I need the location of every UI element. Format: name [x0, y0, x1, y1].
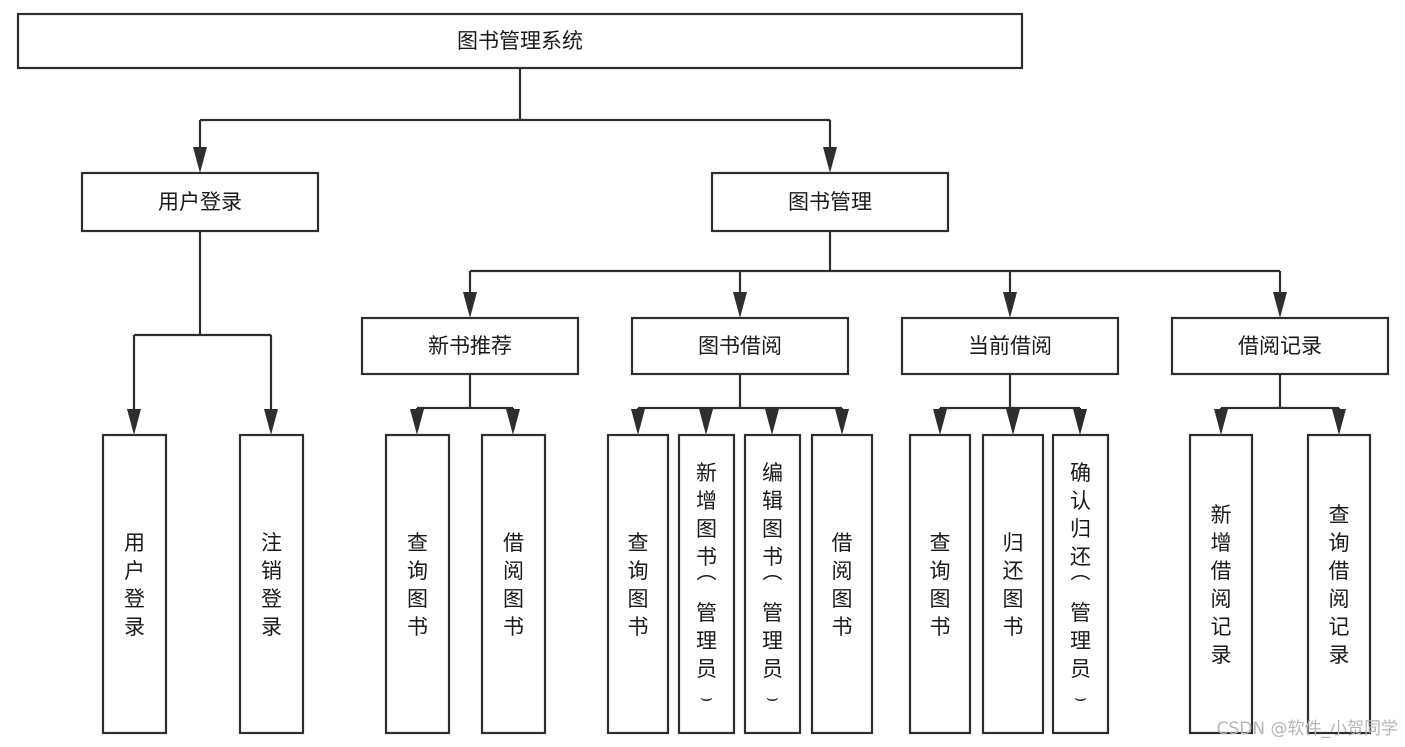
- node-leaf-borrow-book[interactable]: 借阅图书: [810, 433, 874, 735]
- node-box[interactable]: [630, 316, 850, 376]
- arrow-head-icon: [933, 409, 947, 435]
- node-box[interactable]: [480, 433, 547, 735]
- node-leaf-query-book-borrow[interactable]: 查询图书: [606, 433, 670, 735]
- arrow-head-icon: [699, 409, 713, 435]
- node-label: 查询借阅记录: [1329, 503, 1350, 667]
- connector-root: [193, 68, 837, 173]
- node-leaf-edit-book[interactable]: 编辑图书⌒管理员⌣: [743, 433, 802, 735]
- node-label: 新增图书⌒管理员⌣: [696, 461, 717, 709]
- node-leaf-query-book-rec[interactable]: 查询图书: [384, 433, 451, 735]
- node-leaf-logout[interactable]: 注销登录: [238, 433, 305, 735]
- node-label: 注销登录: [261, 531, 282, 639]
- node-box[interactable]: [900, 316, 1120, 376]
- node-label: 用户登录: [158, 190, 242, 214]
- node-box[interactable]: [1170, 316, 1390, 376]
- node-leaf-confirm-return[interactable]: 确认归还⌒管理员⌣: [1051, 433, 1110, 735]
- arrow-head-icon: [1273, 292, 1287, 318]
- arrow-head-icon: [1003, 292, 1017, 318]
- node-book-manage[interactable]: 图书管理: [710, 171, 950, 233]
- node-borrow-record[interactable]: 借阅记录: [1170, 316, 1390, 376]
- node-box[interactable]: [1306, 433, 1372, 735]
- node-label: 图书管理: [788, 190, 872, 214]
- arrow-head-icon: [264, 409, 278, 435]
- node-box[interactable]: [677, 433, 736, 735]
- arrow-head-icon: [823, 147, 837, 173]
- connector-new-book-recommend: [410, 374, 520, 435]
- arrow-head-icon: [1214, 409, 1228, 435]
- connector-layer: [127, 68, 1346, 435]
- node-box[interactable]: [810, 433, 874, 735]
- arrow-head-icon: [410, 409, 424, 435]
- node-new-book-recommend[interactable]: 新书推荐: [360, 316, 580, 376]
- node-box[interactable]: [384, 433, 451, 735]
- node-label: 新增借阅记录: [1211, 503, 1232, 667]
- connector-current-borrow: [933, 374, 1087, 435]
- node-box[interactable]: [606, 433, 670, 735]
- node-box[interactable]: [1188, 433, 1254, 735]
- node-label: 当前借阅: [968, 334, 1052, 358]
- watermark-layer: CSDN @软件_小贺同学: [1217, 719, 1398, 739]
- arrow-head-icon: [193, 147, 207, 173]
- node-label: 用户登录: [124, 531, 145, 639]
- node-label: 查询图书: [628, 531, 649, 639]
- connector-book-borrow: [631, 374, 849, 435]
- csdn-watermark: CSDN @软件_小贺同学: [1217, 719, 1398, 739]
- arrow-head-icon: [631, 409, 645, 435]
- node-leaf-add-record[interactable]: 新增借阅记录: [1188, 433, 1254, 735]
- node-box[interactable]: [360, 316, 580, 376]
- node-label: 图书管理系统: [457, 29, 583, 53]
- node-label: 借阅记录: [1238, 334, 1322, 358]
- node-layer: 图书管理系统用户登录图书管理新书推荐图书借阅当前借阅借阅记录用户登录注销登录查询…: [16, 12, 1390, 735]
- node-leaf-query-record[interactable]: 查询借阅记录: [1306, 433, 1372, 735]
- node-label: 新书推荐: [428, 334, 512, 358]
- node-leaf-add-book[interactable]: 新增图书⌒管理员⌣: [677, 433, 736, 735]
- arrow-head-icon: [463, 292, 477, 318]
- node-box[interactable]: [238, 433, 305, 735]
- node-root[interactable]: 图书管理系统: [16, 12, 1024, 70]
- node-user-login[interactable]: 用户登录: [80, 171, 320, 233]
- node-label: 图书借阅: [698, 334, 782, 358]
- node-box[interactable]: [16, 12, 1024, 70]
- arrow-head-icon: [765, 409, 779, 435]
- arrow-head-icon: [733, 292, 747, 318]
- node-label: 查询图书: [407, 531, 428, 639]
- node-label: 归还图书: [1003, 531, 1024, 639]
- node-box[interactable]: [908, 433, 972, 735]
- node-label: 确认归还⌒管理员⌣: [1070, 461, 1091, 709]
- arrow-head-icon: [1006, 409, 1020, 435]
- node-box[interactable]: [80, 171, 320, 233]
- node-box[interactable]: [743, 433, 802, 735]
- arrow-head-icon: [1332, 409, 1346, 435]
- connector-book-manage: [463, 231, 1287, 318]
- arrow-head-icon: [1073, 409, 1087, 435]
- node-box[interactable]: [1051, 433, 1110, 735]
- connector-user-login: [127, 231, 278, 435]
- node-label: 编辑图书⌒管理员⌣: [762, 461, 783, 709]
- node-leaf-borrow-book-rec[interactable]: 借阅图书: [480, 433, 547, 735]
- node-leaf-return-book[interactable]: 归还图书: [981, 433, 1045, 735]
- node-box[interactable]: [101, 433, 168, 735]
- node-book-borrow[interactable]: 图书借阅: [630, 316, 850, 376]
- arrow-head-icon: [835, 409, 849, 435]
- node-label: 查询图书: [930, 531, 951, 639]
- node-box[interactable]: [981, 433, 1045, 735]
- connector-borrow-record: [1214, 374, 1346, 435]
- node-leaf-query-book-cur[interactable]: 查询图书: [908, 433, 972, 735]
- node-current-borrow[interactable]: 当前借阅: [900, 316, 1120, 376]
- arrow-head-icon: [127, 409, 141, 435]
- arrow-head-icon: [506, 409, 520, 435]
- node-label: 借阅图书: [503, 531, 524, 639]
- node-box[interactable]: [710, 171, 950, 233]
- node-label: 借阅图书: [832, 531, 853, 639]
- node-leaf-user-login[interactable]: 用户登录: [101, 433, 168, 735]
